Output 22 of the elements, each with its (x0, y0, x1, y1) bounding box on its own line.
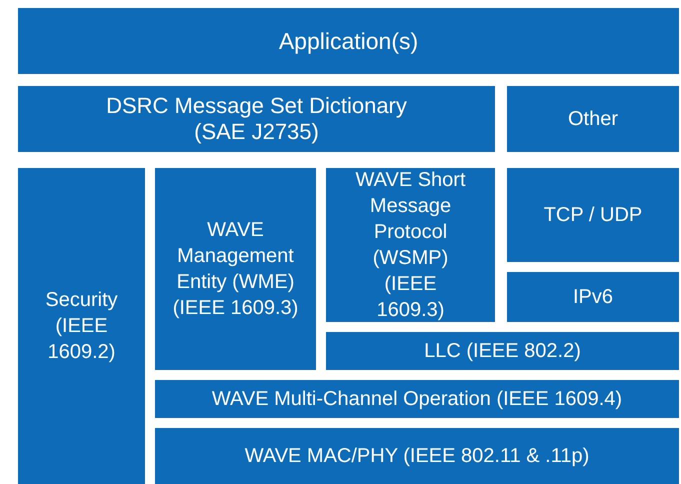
layer-label: WAVE MAC/PHY (IEEE 802.11 & .11p) (244, 444, 590, 469)
layer-label: WAVE Short Message Protocol (WSMP) (IEEE 1609.3) (354, 168, 467, 323)
layer-block (155, 168, 316, 370)
layer-block (507, 168, 679, 262)
layer-block (507, 86, 679, 152)
layer-label: Application(s) (278, 28, 418, 54)
layer-block (155, 380, 679, 418)
layer-label: WAVE Management Entity (WME) (IEEE 1609.3) (172, 218, 300, 321)
layer-label: DSRC Message Set Dictionary (SAE J2735) (105, 93, 408, 145)
layer-label: Other (568, 107, 618, 132)
layer-block (18, 86, 495, 152)
layer-label: TCP / UDP (544, 203, 642, 228)
layer-label: LLC (IEEE 802.2) (424, 339, 581, 364)
layer-block (326, 332, 679, 370)
layer-block (18, 8, 679, 74)
layer-block (507, 272, 679, 322)
layer-block (326, 168, 495, 322)
layer-block (18, 168, 145, 484)
layer-label: IPv6 (572, 285, 614, 310)
layer-label: Security (IEEE 1609.2) (44, 288, 119, 365)
layer-label: WAVE Multi-Channel Operation (IEEE 1609.4) (212, 387, 622, 412)
layer-block (155, 428, 679, 484)
